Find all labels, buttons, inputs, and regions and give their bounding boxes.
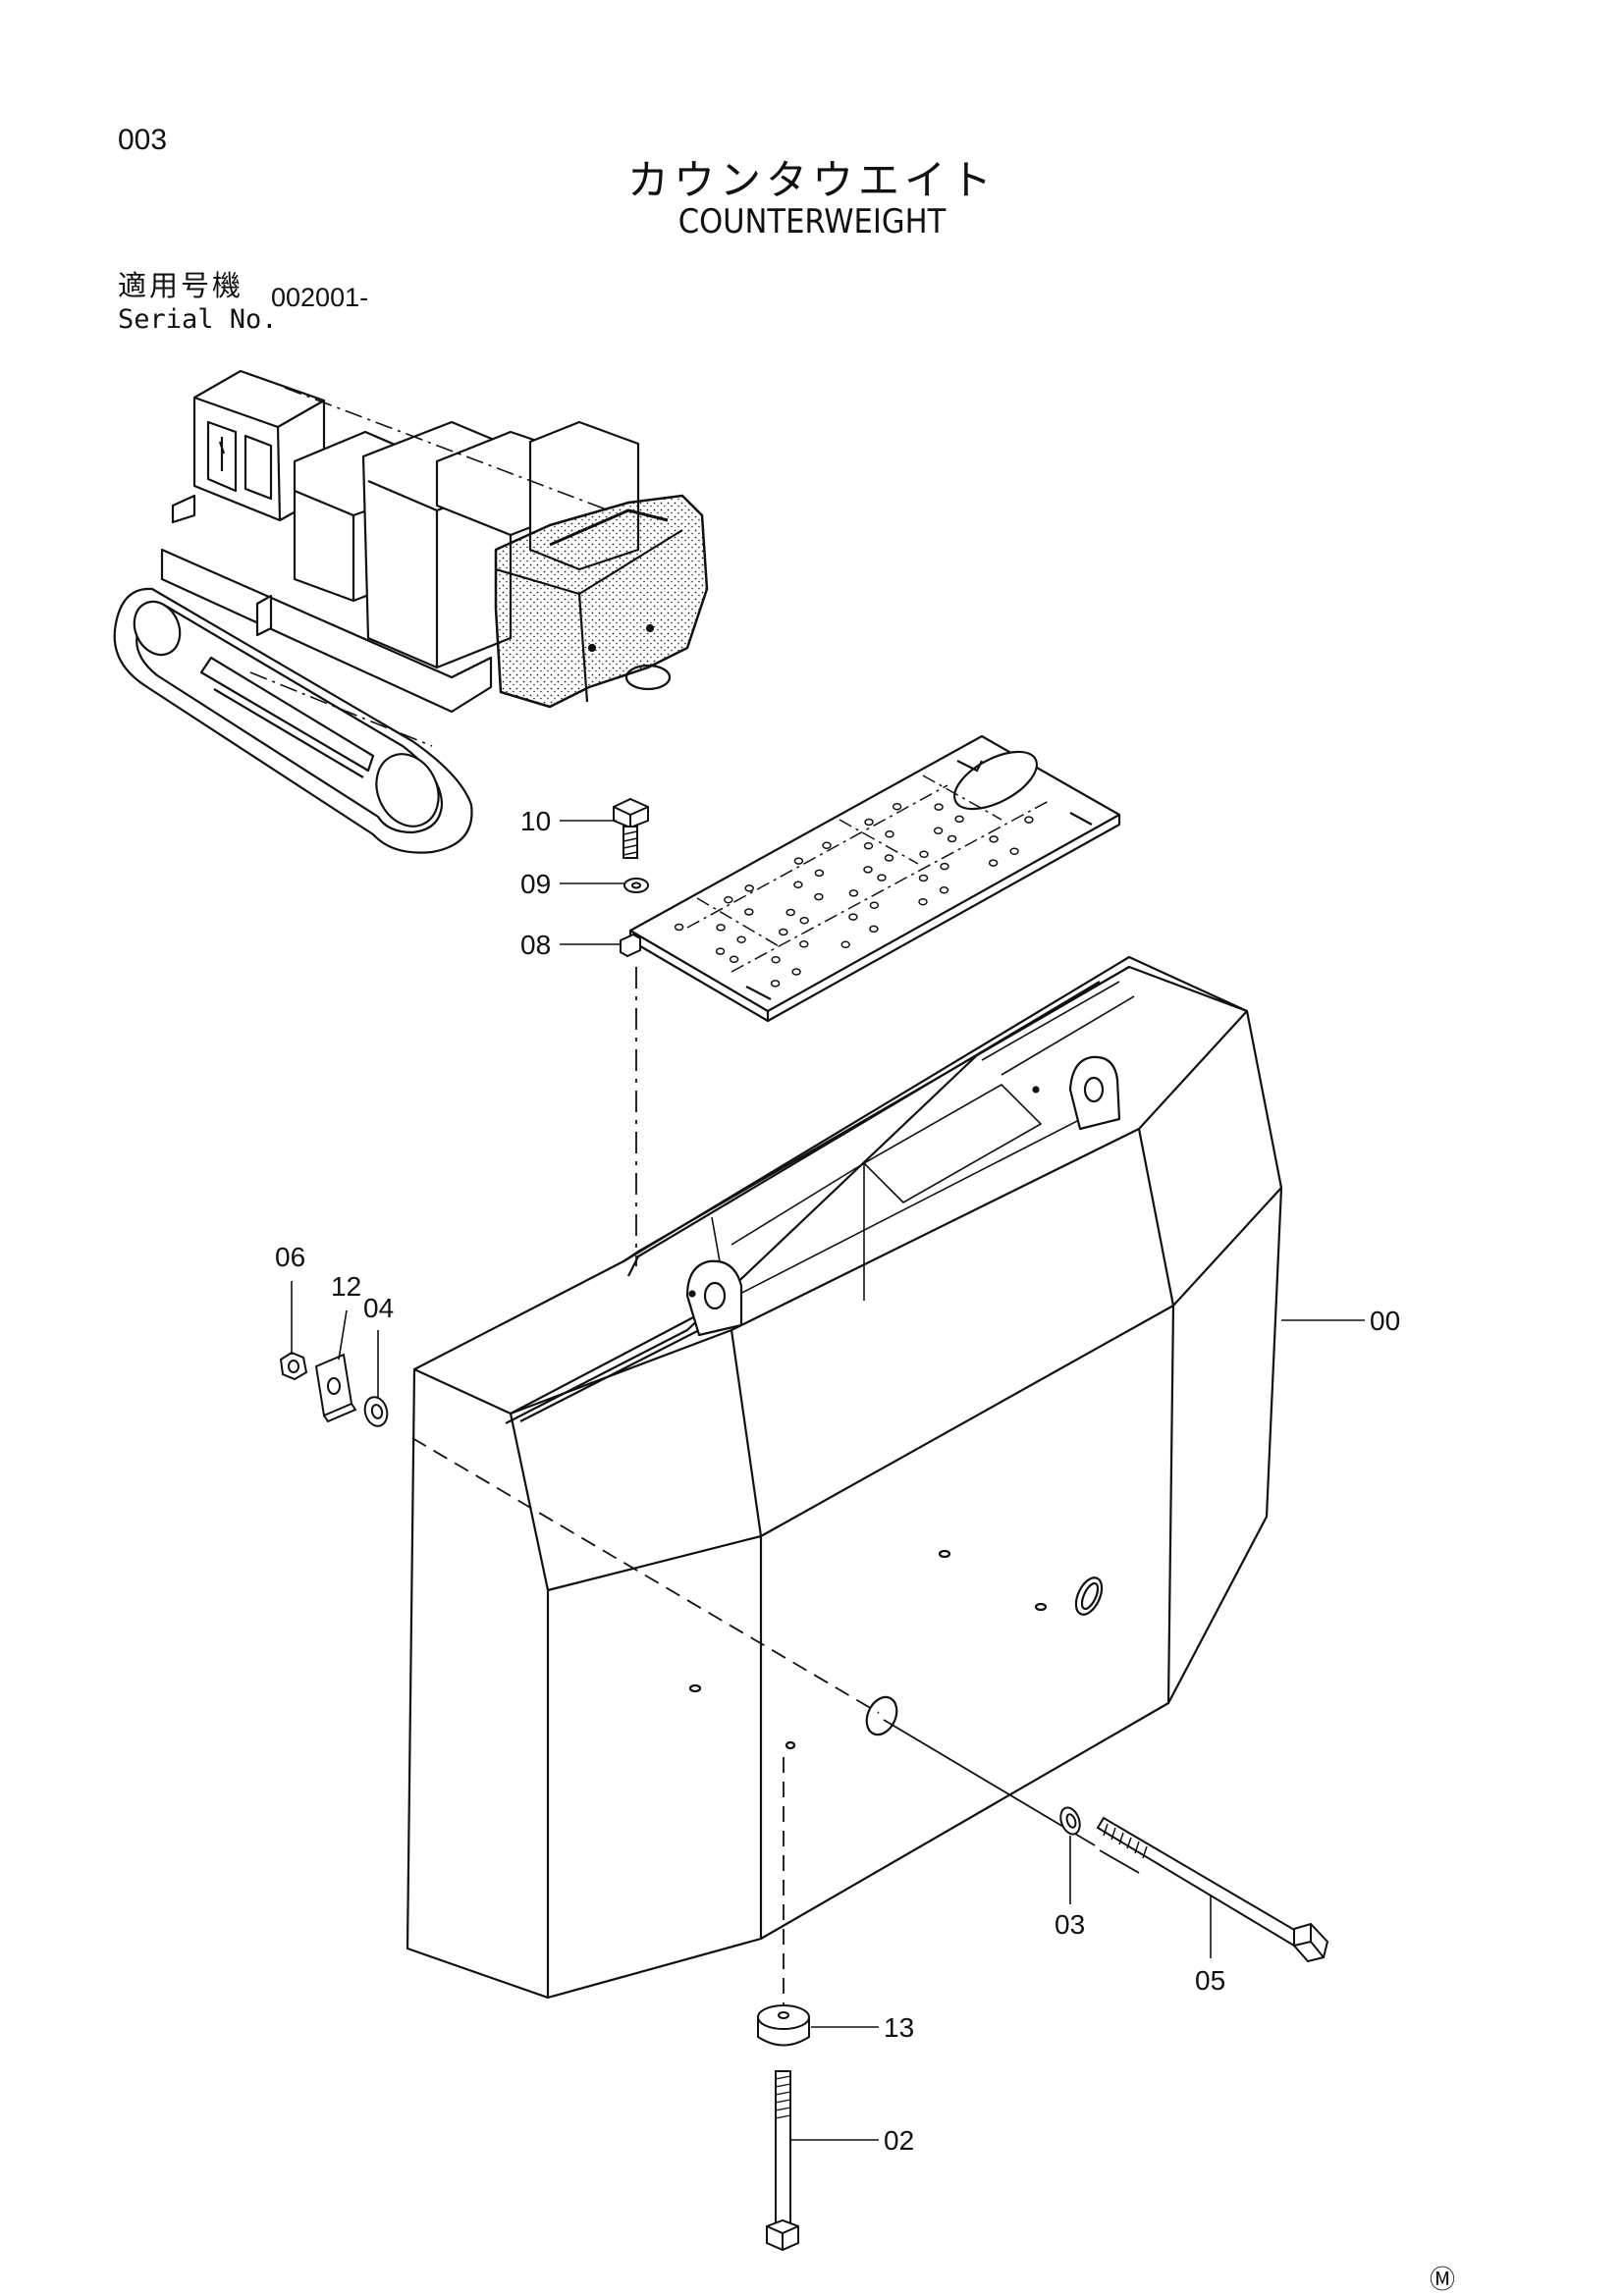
plate-bolt-hole — [954, 815, 964, 824]
assembly-centerlines — [411, 967, 1140, 2027]
plate-bolt-hole — [793, 857, 804, 865]
serial-label-english: Serial No. — [118, 304, 278, 335]
plate-bolt-hole — [848, 913, 858, 921]
plate-bolt-hole — [848, 889, 859, 897]
plate-bolt-hole — [877, 874, 887, 881]
callout-09: 09 — [520, 869, 551, 899]
washer-09-icon — [623, 878, 649, 893]
plate-bolt-hole — [771, 955, 781, 964]
serial-number-value: 002001- — [271, 283, 369, 312]
bolt-05-icon — [1096, 1816, 1329, 1963]
plate-bolt-hole — [892, 802, 902, 811]
plate-bolt-hole — [1024, 816, 1034, 824]
plate-bolt-hole — [840, 940, 850, 949]
callout-08: 08 — [520, 930, 551, 960]
plate-bolt-hole — [770, 980, 781, 988]
plate-bolt-hole — [919, 850, 929, 859]
plate-bolt-hole — [779, 928, 788, 936]
plate-bolt-hole — [918, 874, 929, 882]
plate-bolt-hole — [814, 892, 824, 901]
plate-bolt-hole — [715, 947, 726, 955]
plate-bolt-hole — [918, 897, 928, 906]
callout-03: 03 — [1055, 1909, 1085, 1940]
bracket-08-icon — [620, 933, 641, 958]
plate-bolt-hole — [863, 841, 874, 850]
plate-bolt-hole — [869, 925, 879, 934]
plate-bolt-hole — [885, 830, 894, 838]
plate-bolt-hole — [934, 803, 944, 811]
callout-leaders — [291, 820, 1365, 2141]
plate-bolt-hole — [729, 955, 739, 964]
bolt-02-icon — [766, 2070, 799, 2252]
plate-bolt-hole — [785, 908, 795, 917]
plate-bolt-hole — [793, 881, 803, 889]
plate-bolt-hole — [799, 916, 809, 925]
callout-04: 04 — [363, 1293, 394, 1323]
plate-bolt-hole — [864, 818, 874, 827]
plate-bolt-hole — [947, 834, 957, 843]
plate-bolt-hole — [884, 854, 894, 862]
plate-bolt-hole — [988, 859, 999, 867]
callout-05: 05 — [1195, 1965, 1225, 1996]
callout-02: 02 — [884, 2125, 914, 2156]
mounting-plate — [628, 734, 1121, 1023]
serial-label-japanese: 適用号機 — [118, 269, 244, 302]
plate-bolt-hole — [869, 901, 880, 909]
callout-13: 13 — [884, 2012, 914, 2043]
page-number: 003 — [118, 124, 168, 156]
square-plate-12-icon — [314, 1353, 357, 1423]
washer-03-icon — [1059, 1806, 1081, 1836]
callout-12: 12 — [331, 1271, 361, 1302]
plate-bolt-hole — [724, 895, 733, 904]
counterweight-body — [406, 955, 1283, 2000]
plate-bolt-hole — [940, 862, 949, 871]
plate-bolt-hole — [736, 935, 746, 943]
plate-bolt-hole — [989, 835, 999, 843]
plate-bolt-hole — [791, 968, 801, 976]
m-mark: Ⓜ — [1430, 2265, 1456, 2294]
excavator-overview-illustration — [113, 369, 709, 854]
plate-bolt-hole — [863, 866, 873, 874]
plate-bolt-hole — [744, 884, 754, 892]
callout-labels: 10 09 08 06 12 04 00 03 05 13 02 — [275, 806, 1400, 2156]
callout-00: 00 — [1370, 1306, 1400, 1336]
plate-bolt-hole — [822, 841, 832, 850]
plate-bolt-hole — [716, 924, 726, 932]
plate-bolt-hole — [744, 908, 754, 916]
plate-bolt-hole — [674, 923, 684, 932]
callout-10: 10 — [520, 806, 551, 836]
plate-bolt-hole — [939, 886, 949, 894]
plate-bolt-hole — [933, 827, 944, 835]
plate-bolt-hole — [799, 940, 809, 948]
nut-06-icon — [279, 1351, 308, 1381]
plate-bolt-hole — [1009, 847, 1019, 855]
plate-bolt-hole — [814, 869, 825, 878]
spacer-13-icon — [757, 2004, 810, 2047]
title-english: COUNTERWEIGHT — [677, 202, 947, 241]
washer-04-icon — [363, 1396, 389, 1427]
bolt-10-icon — [613, 797, 649, 859]
callout-06: 06 — [275, 1242, 305, 1272]
title-japanese: カウンタウエイト — [626, 156, 997, 204]
